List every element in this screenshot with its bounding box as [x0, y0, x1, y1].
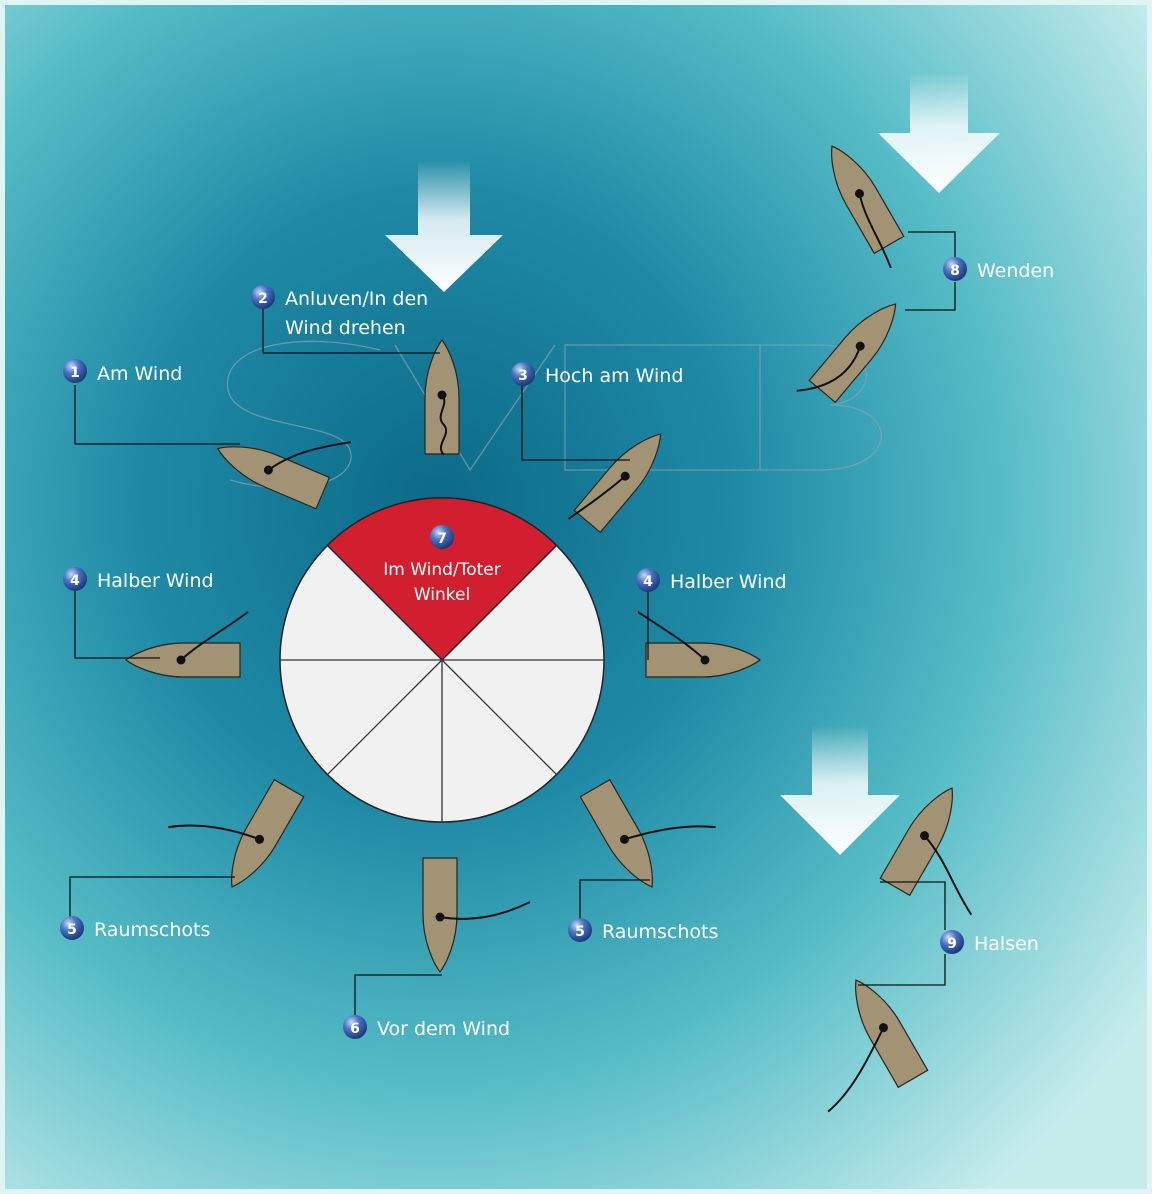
label-halsen: 9 Halsen [940, 930, 1039, 955]
label-am-wind: 1 Am Wind [63, 359, 182, 385]
label-text: Hoch am Wind [545, 365, 683, 387]
label-text-line1: Im Wind/Toter [383, 560, 500, 580]
label-text-line2: Wind drehen [285, 317, 406, 339]
label-text-line1: Anluven/In den [285, 288, 428, 310]
badge-number: 4 [70, 573, 80, 589]
badge-number: 9 [947, 936, 957, 952]
label-text: Halber Wind [97, 570, 214, 592]
badge-number: 5 [575, 924, 585, 940]
badge-number: 5 [67, 922, 77, 938]
badge-number: 8 [950, 263, 960, 279]
badge-number: 6 [350, 1021, 360, 1037]
badge-number: 3 [518, 368, 528, 384]
label-text: Am Wind [97, 363, 182, 385]
label-text: Vor dem Wind [377, 1018, 510, 1040]
label-text: Raumschots [602, 921, 718, 943]
label-wenden: 8 Wenden [943, 257, 1054, 282]
badge-number: 1 [70, 365, 80, 381]
badge-number: 7 [437, 531, 447, 547]
label-text: Halber Wind [670, 571, 787, 593]
label-text: Halsen [974, 933, 1039, 955]
badge-number: 2 [258, 291, 268, 307]
label-text: Raumschots [94, 919, 210, 941]
label-text-line2: Winkel [414, 585, 470, 605]
label-text: Wenden [977, 260, 1054, 282]
badge-number: 4 [643, 574, 653, 590]
